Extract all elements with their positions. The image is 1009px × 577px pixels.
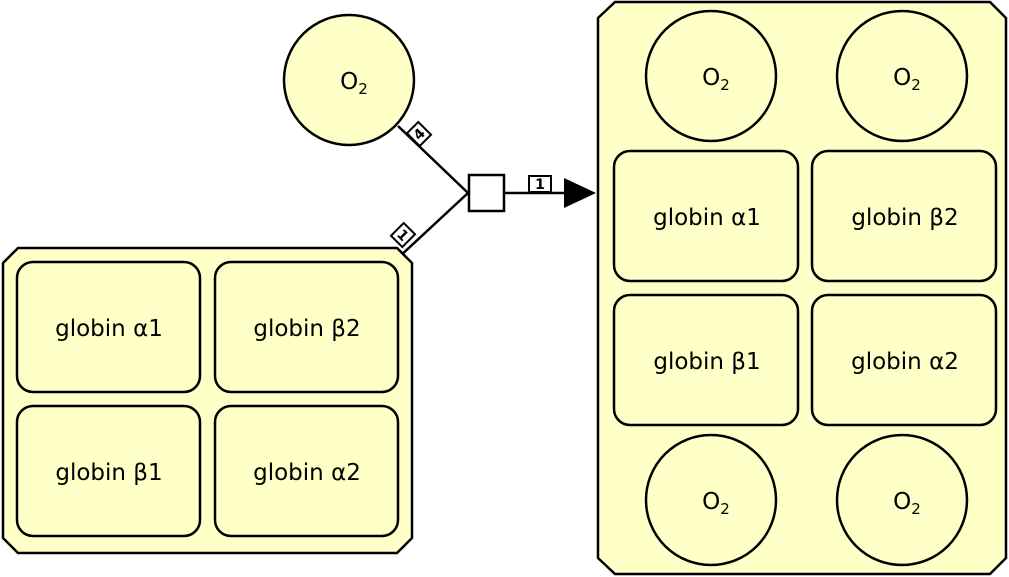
svg-text:O2: O2 [893, 489, 921, 518]
product-subunit-globin-alpha1: globin α1 [612, 149, 800, 283]
o2-reactant-node[interactable]: O2 [282, 13, 416, 147]
product-subunit-globin-beta2: globin β2 [810, 149, 998, 283]
svg-text:globin β1: globin β1 [55, 460, 162, 486]
product-o2-bottom-left: O2 [644, 433, 778, 567]
svg-text:globin α1: globin α1 [653, 205, 761, 231]
svg-text:globin β2: globin β2 [851, 205, 958, 231]
subunit-globin-alpha1: globin α1 [15, 260, 202, 394]
process-node[interactable] [467, 173, 506, 213]
subunit-globin-beta2: globin β2 [213, 260, 400, 394]
product-subunit-globin-beta1: globin β1 [612, 293, 800, 427]
complex-consumption-arc [397, 192, 469, 259]
subunit-globin-beta1: globin β1 [15, 404, 202, 538]
svg-text:globin α2: globin α2 [253, 460, 361, 486]
product-subunit-globin-alpha2: globin α2 [810, 293, 998, 427]
svg-text:globin β2: globin β2 [253, 316, 360, 342]
svg-text:O2: O2 [702, 65, 730, 94]
svg-text:O2: O2 [702, 489, 730, 518]
product-o2-bottom-right: O2 [835, 433, 969, 567]
svg-text:O2: O2 [340, 69, 368, 98]
svg-text:1: 1 [535, 177, 545, 193]
svg-text:globin α1: globin α1 [55, 316, 163, 342]
svg-text:globin β1: globin β1 [653, 349, 760, 375]
stoich-label-complex: 1 [389, 221, 417, 249]
oxyhemoglobin-complex-product[interactable]: O2 O2 globin α1 globin β2 globin β1 glob… [596, 0, 1008, 576]
stoich-label-product: 1 [528, 175, 552, 193]
svg-text:O2: O2 [893, 65, 921, 94]
product-o2-top-left: O2 [644, 9, 778, 143]
svg-text:globin α2: globin α2 [851, 349, 959, 375]
product-o2-top-right: O2 [835, 9, 969, 143]
subunit-globin-alpha2: globin α2 [213, 404, 400, 538]
production-arrowhead [564, 178, 596, 208]
hemoglobin-complex-reactant[interactable]: globin α1 globin β2 globin β1 globin α2 [1, 246, 414, 555]
stoich-label-o2: 4 [405, 120, 433, 148]
